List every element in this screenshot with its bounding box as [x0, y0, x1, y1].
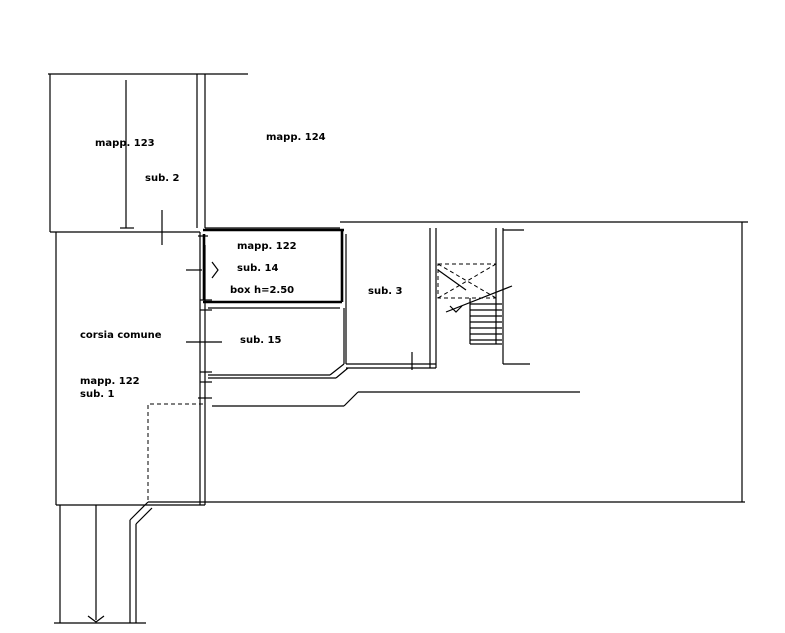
label-mapp-123: mapp. 123 [95, 138, 155, 149]
lower-corridor [54, 501, 153, 624]
label-mapp-122-top: mapp. 122 [237, 241, 297, 252]
label-mapp-124: mapp. 124 [266, 132, 326, 143]
label-sub-15: sub. 15 [240, 335, 281, 346]
courtyard-lines [147, 391, 580, 500]
label-sub-14: sub. 14 [237, 263, 278, 274]
arrow-down-icon [87, 615, 105, 623]
staircase [437, 228, 530, 365]
parcel-mapp-123-walls [48, 73, 248, 245]
sub-3-walls [345, 228, 437, 370]
door-symbol [211, 261, 219, 279]
label-corsia-comune: corsia comune [80, 330, 162, 341]
label-sub-2: sub. 2 [145, 173, 180, 184]
label-box-height: box h=2.50 [230, 285, 294, 296]
sub-15-walls [186, 307, 349, 383]
label-mapp-122-bottom: mapp. 122 [80, 376, 140, 387]
label-sub-3: sub. 3 [368, 286, 403, 297]
label-sub-1: sub. 1 [80, 389, 115, 400]
box-sub-14-walls [198, 228, 344, 311]
